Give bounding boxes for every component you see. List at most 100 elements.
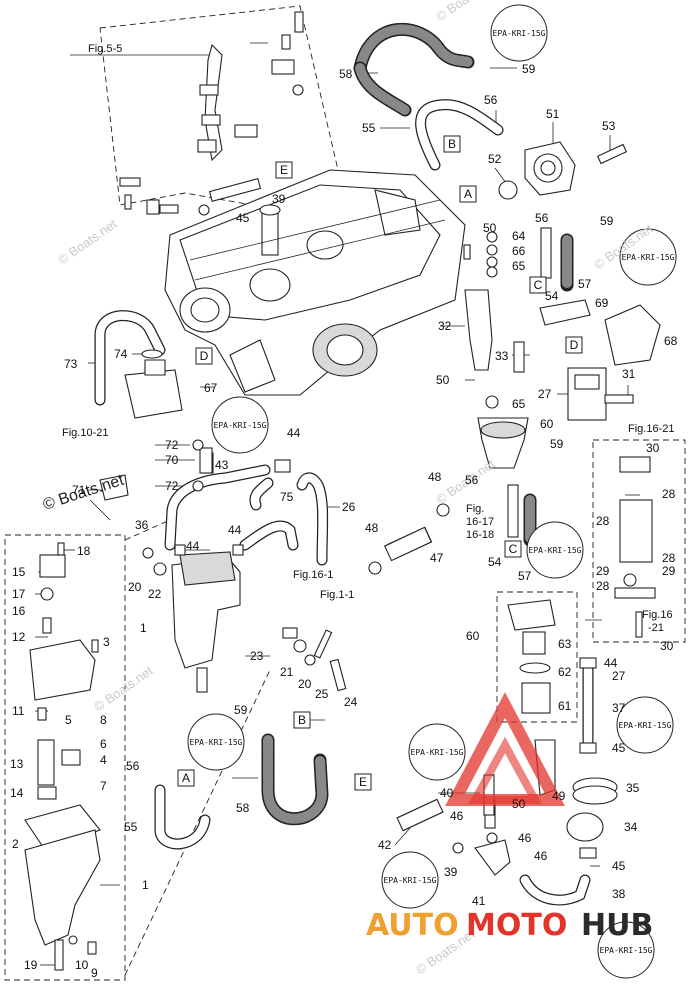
epa-tag-9: EPA-KRI-15G [600,946,653,955]
callout-58-b: 58 [236,801,250,815]
callout-39: 39 [272,192,286,206]
box-label-a-top: A [464,187,472,201]
callout-45-b: 45 [612,741,626,755]
callout-72-b: 72 [165,479,179,493]
fig-ref-16-17-head: Fig. [466,503,484,515]
callout-26: 26 [342,500,356,514]
callout-51: 51 [546,107,560,121]
brand-hub: HUB [581,908,653,943]
callout-50: 50 [483,221,497,235]
callout-2: 2 [12,837,19,851]
callout-43: 43 [215,458,229,472]
fig-ref-16-21-top: Fig.16-21 [628,423,674,435]
connector-boxes: B A E C D D C B A E [177,135,583,791]
callout-5: 5 [65,713,72,727]
callout-72: 72 [165,438,179,452]
fig-ref-10-21: Fig.10-21 [62,427,108,439]
callout-16: 16 [12,604,26,618]
callout-10: 10 [75,958,89,972]
watermark-lower-left: © Boats.net [91,663,156,715]
callout-4: 4 [100,753,107,767]
callout-59-b: 59 [600,214,614,228]
callout-55-b: 55 [124,820,138,834]
callout-45-c: 45 [612,859,626,873]
box-label-b-bottom: B [298,713,306,727]
callout-28-d: 28 [596,579,610,593]
callout-63: 63 [558,637,572,651]
callout-60-b: 60 [466,629,480,643]
box-label-d-right: D [570,338,579,352]
callout-47: 47 [430,551,444,565]
callout-44-d: 44 [604,656,618,670]
callout-62: 62 [558,665,572,679]
box-label-c-mid: C [509,542,518,556]
callout-34: 34 [624,820,638,834]
callout-45: 45 [236,211,250,225]
callout-30: 30 [646,441,660,455]
callout-38: 38 [612,887,626,901]
box-label-a-bottom: A [182,771,190,785]
callout-13: 13 [10,757,24,771]
callout-25: 25 [315,687,329,701]
callout-75: 75 [280,490,294,504]
epa-tag-1: EPA-KRI-15G [493,29,546,38]
callout-21: 21 [280,665,294,679]
callout-44-c: 44 [228,523,242,537]
fig-ref-16-17: 16-17 [466,516,494,528]
fig-ref-16-21-inset-b: -21 [648,622,664,634]
callout-32: 32 [438,319,452,333]
epa-tags: EPA-KRI-15G EPA-KRI-15G EPA-KRI-15G EPA-… [187,4,677,979]
box-label-e-bottom: E [359,775,367,789]
callout-64: 64 [512,229,526,243]
callout-18: 18 [77,544,91,558]
engine-block [164,169,466,396]
box-label-e-top: E [280,163,288,177]
epa-tag-4: EPA-KRI-15G [529,546,582,555]
callout-12: 12 [12,630,26,644]
callout-39-b: 39 [444,865,458,879]
figure-references: Fig.5-5 Fig.10-21 Fig.16-21 Fig. 16-17 1… [62,43,674,634]
epa-tag-5: EPA-KRI-15G [190,738,243,747]
callout-55: 55 [362,121,376,135]
callout-53: 53 [602,119,616,133]
epa-tag-8: EPA-KRI-15G [384,876,437,885]
callout-29: 29 [596,564,610,578]
callout-56-b: 56 [535,211,549,225]
injector-rail-inset [119,11,304,215]
epa-tag-2: EPA-KRI-15G [622,253,675,262]
callout-30-b: 30 [660,639,674,653]
callout-42: 42 [378,838,392,852]
callout-50-c: 50 [512,797,526,811]
callout-70: 70 [165,453,179,467]
callout-56-d: 56 [126,759,140,773]
fig-ref-16-18: 16-18 [466,529,494,541]
callout-19: 19 [24,958,38,972]
brand-auto: AUTO [366,908,459,943]
callout-35: 35 [626,781,640,795]
callout-28-c: 28 [662,551,676,565]
callout-66: 66 [512,244,526,258]
callout-46-b: 46 [518,831,532,845]
fig-ref-1-1: Fig.1-1 [320,589,354,601]
callout-57-b: 57 [518,569,532,583]
callout-65: 65 [512,259,526,273]
callout-44: 44 [287,426,301,440]
callout-33: 33 [495,349,509,363]
callout-40: 40 [440,786,454,800]
callout-28-b: 28 [596,514,610,528]
fig-ref-16-21-inset: Fig.16 [642,609,673,621]
watermark-left: © Boats.net [55,216,120,268]
epa-tag-6: EPA-KRI-15G [411,748,464,757]
callout-20: 20 [128,580,142,594]
callout-46: 46 [450,809,464,823]
callout-56-c: 56 [465,473,479,487]
callout-59-d: 59 [234,703,248,717]
brand-moto: MOTO [466,908,567,943]
epa-tag-7: EPA-KRI-15G [619,721,672,730]
callout-54-b: 54 [488,555,502,569]
callout-58: 58 [339,67,353,81]
callout-22: 22 [148,587,162,601]
callout-37: 37 [612,701,626,715]
box-label-d-left: D [200,349,209,363]
watermark-top: © Boats.net [433,0,498,24]
